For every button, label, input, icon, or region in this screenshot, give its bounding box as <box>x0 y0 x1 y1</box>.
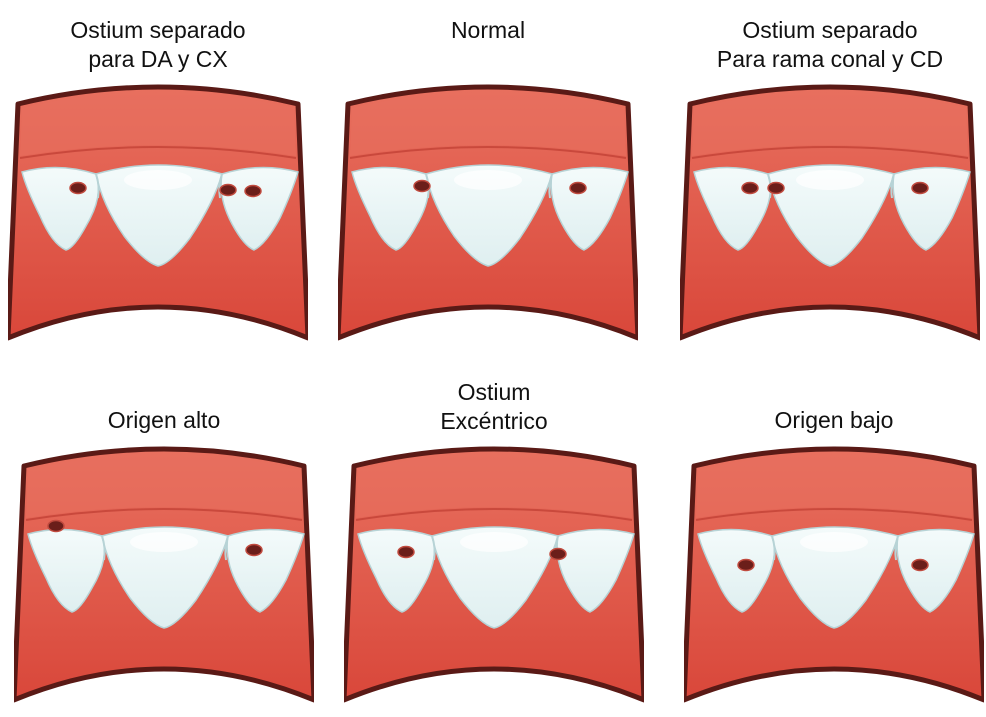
panel-title: Origen alto <box>14 406 314 435</box>
sinus-highlight <box>124 170 192 190</box>
title-line: Origen bajo <box>684 406 984 435</box>
panel-separate-conal-rca: Ostium separado Para rama conal y CD <box>680 8 980 338</box>
coronary-ostium <box>246 545 262 556</box>
coronary-ostium <box>550 549 566 560</box>
title-line: Excéntrico <box>344 407 644 436</box>
panel-title: Origen bajo <box>684 406 984 435</box>
panel-high-origin: Origen alto <box>14 378 314 708</box>
coronary-ostium <box>912 560 928 571</box>
coronary-ostium <box>414 181 430 192</box>
panel-low-origin: Origen bajo <box>684 378 984 708</box>
sinus-highlight <box>130 532 198 552</box>
coronary-ostium <box>245 186 261 197</box>
coronary-ostium <box>570 183 586 194</box>
coronary-ostium <box>742 183 758 194</box>
coronary-ostium <box>912 183 928 194</box>
sinus-highlight <box>796 170 864 190</box>
panel-title: Ostium separado Para rama conal y CD <box>680 16 980 74</box>
title-line: Normal <box>338 16 638 45</box>
panel-title: Ostium separado para DA y CX <box>8 16 308 74</box>
title-line: Origen alto <box>14 406 314 435</box>
aortic-root-illustration <box>680 76 980 346</box>
aortic-root-illustration <box>338 76 638 346</box>
title-line: para DA y CX <box>8 45 308 74</box>
title-line: Ostium separado <box>680 16 980 45</box>
aortic-root-illustration <box>344 438 644 708</box>
coronary-ostium <box>738 560 754 571</box>
panel-separate-lad-cx: Ostium separado para DA y CX <box>8 8 308 338</box>
title-line: Para rama conal y CD <box>680 45 980 74</box>
panel-normal: Normal <box>338 8 638 338</box>
coronary-ostium <box>70 183 86 194</box>
panel-eccentric: Ostium Excéntrico <box>344 378 644 708</box>
sinus-highlight <box>800 532 868 552</box>
sinus-highlight <box>460 532 528 552</box>
panel-title: Ostium Excéntrico <box>344 378 644 436</box>
aortic-root-illustration <box>684 438 984 708</box>
panel-title: Normal <box>338 16 638 45</box>
aortic-root-illustration <box>14 438 314 708</box>
title-line: Ostium <box>344 378 644 407</box>
coronary-ostium <box>398 547 414 558</box>
coronary-ostium <box>220 185 236 196</box>
coronary-ostium <box>768 183 784 194</box>
coronary-ostium <box>48 521 64 532</box>
title-line: Ostium separado <box>8 16 308 45</box>
sinus-highlight <box>454 170 522 190</box>
aortic-root-illustration <box>8 76 308 346</box>
